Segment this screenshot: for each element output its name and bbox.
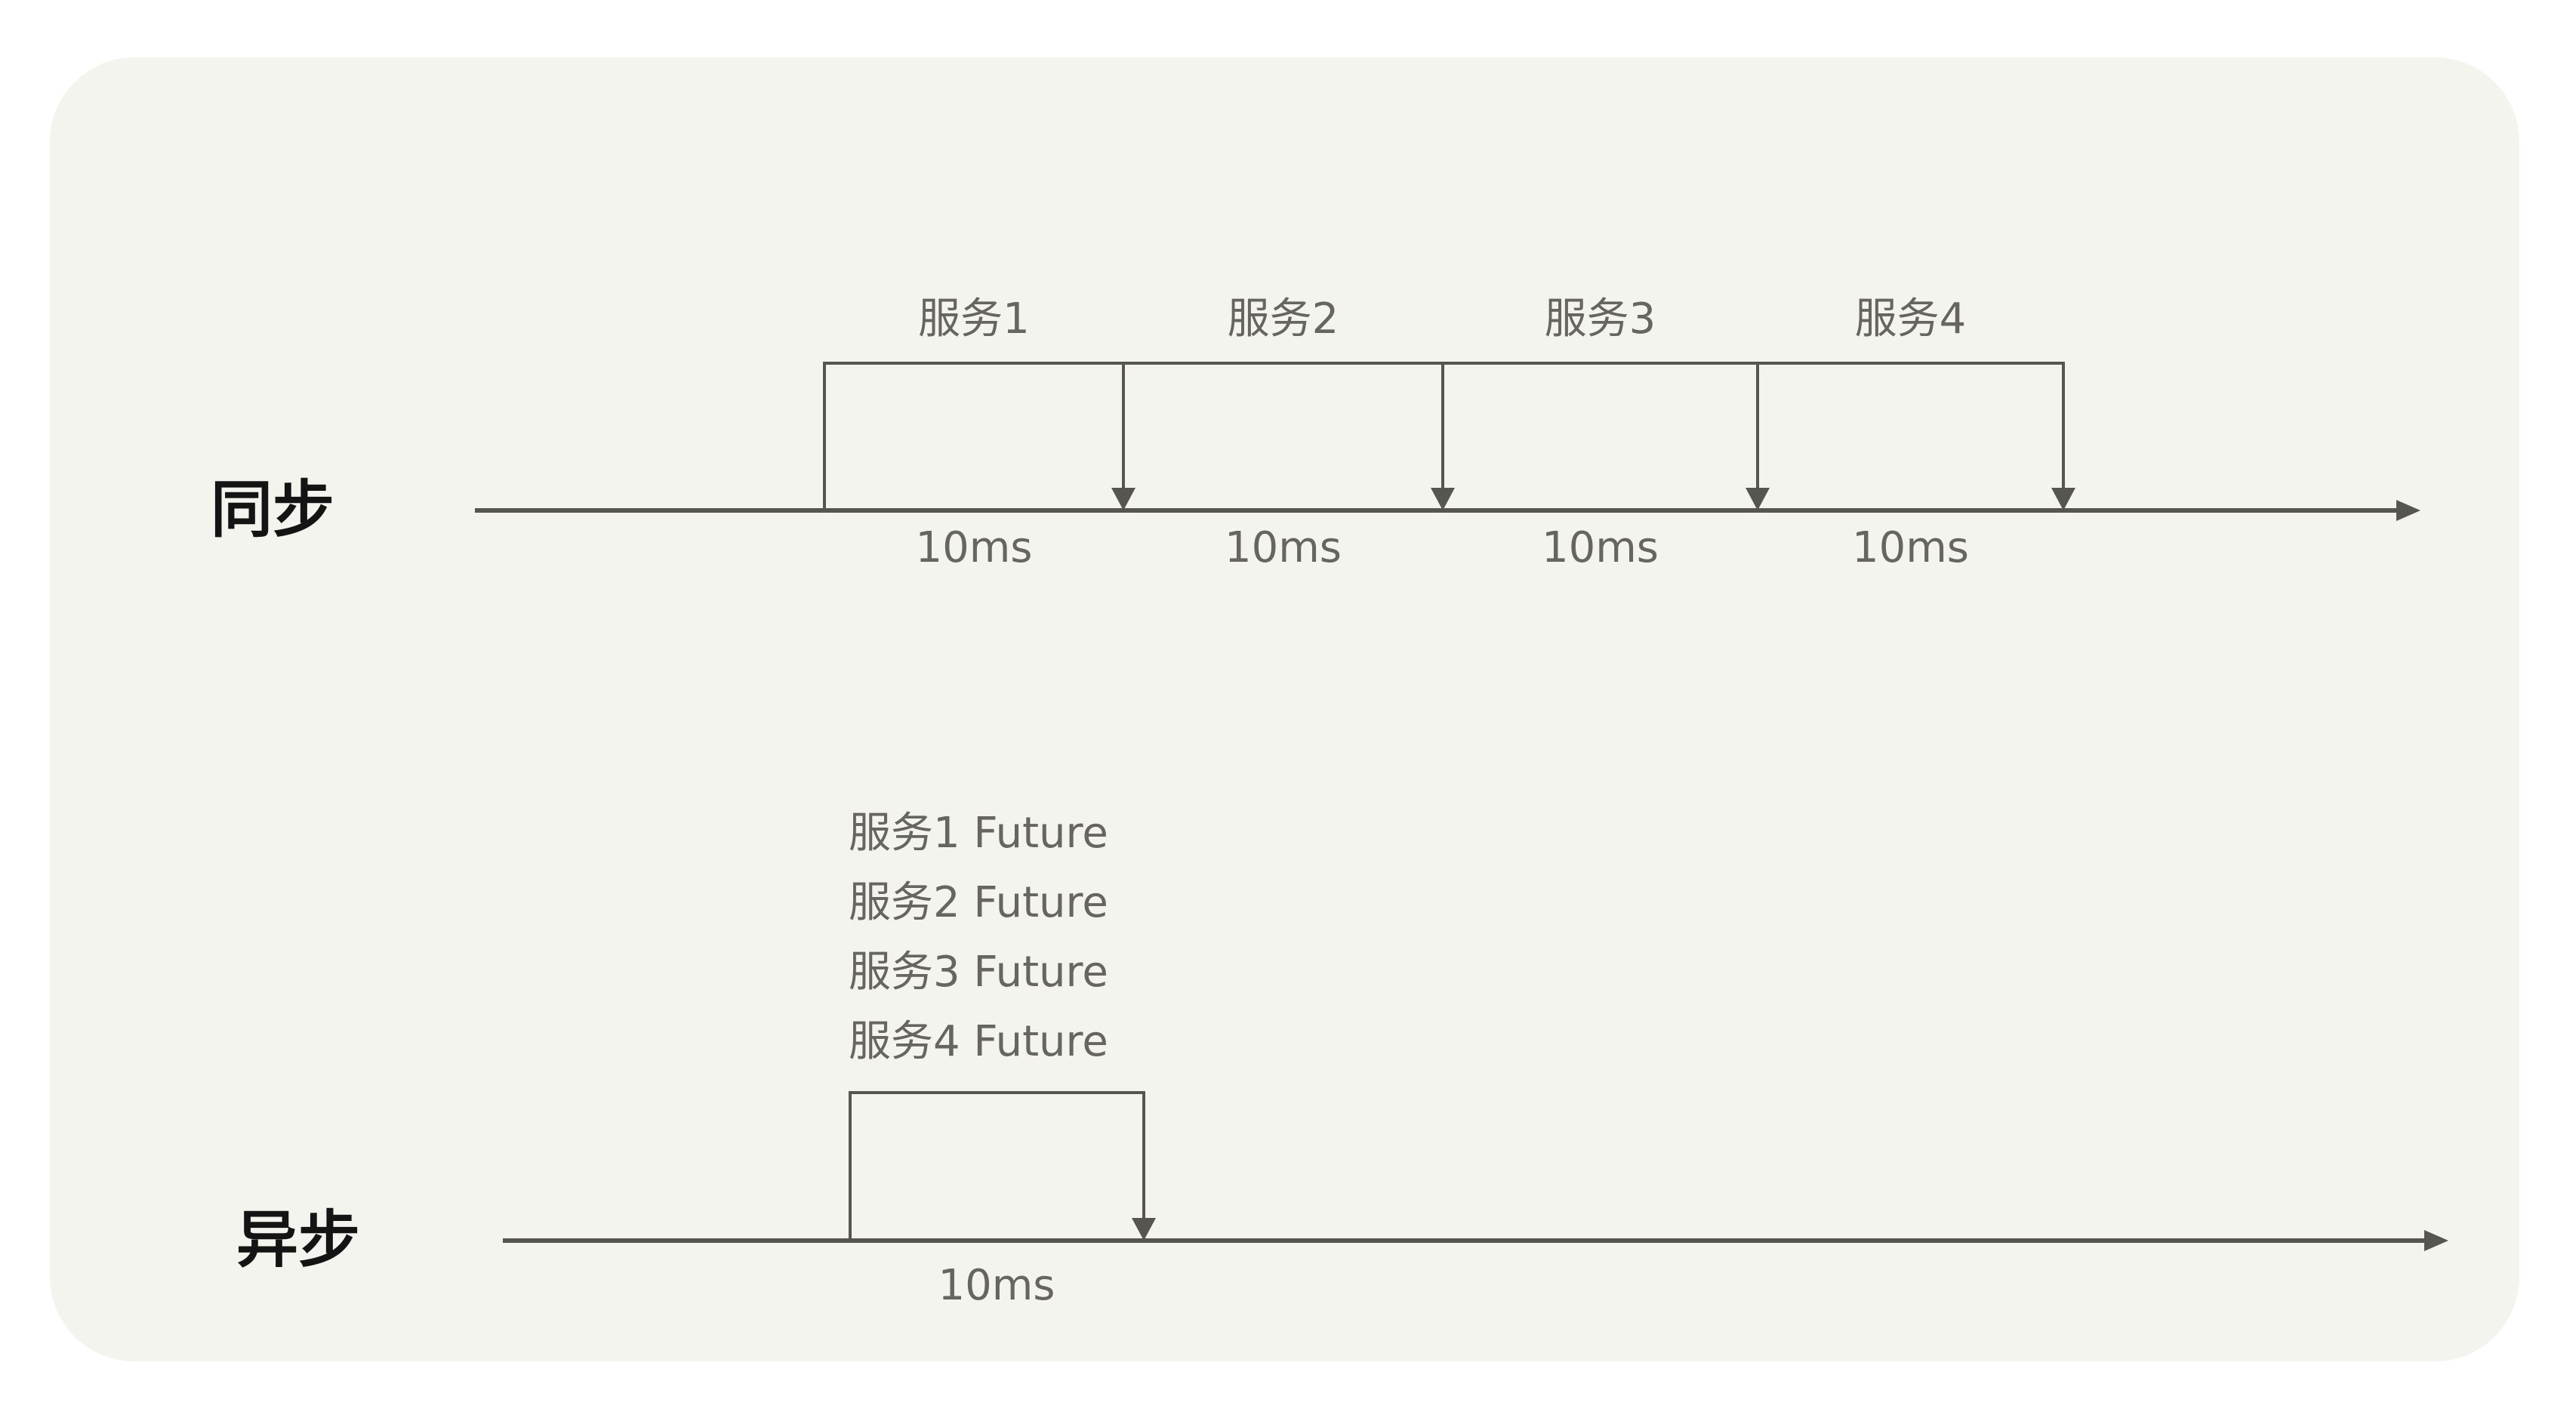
sync-bracket-start-line xyxy=(823,363,826,510)
sync-duration-label: 10ms xyxy=(1225,523,1342,572)
async-return-arrowhead-icon xyxy=(1132,1218,1156,1241)
sync-timeline xyxy=(475,508,2402,513)
future-label: 服务1 Future xyxy=(849,809,1108,858)
async-timeline-arrowhead-icon xyxy=(2424,1230,2448,1251)
sync-timeline-arrowhead-icon xyxy=(2396,500,2420,521)
async-bracket-start-line xyxy=(849,1093,852,1241)
sync-duration-label: 10ms xyxy=(915,523,1033,572)
sync-return-arrow-line xyxy=(2062,363,2065,507)
sync-service-label: 服务2 xyxy=(1227,294,1339,344)
sync-return-arrowhead-icon xyxy=(1111,488,1135,510)
future-label: 服务2 Future xyxy=(849,878,1108,927)
sync-row-label: 同步 xyxy=(211,474,335,546)
async-duration-label: 10ms xyxy=(938,1261,1055,1310)
sync-service-label: 服务1 xyxy=(918,294,1030,344)
sync-service-label: 服务3 xyxy=(1544,294,1656,344)
sync-service-label: 服务4 xyxy=(1854,294,1967,344)
sync-return-arrowhead-icon xyxy=(1746,488,1770,510)
sync-duration-label: 10ms xyxy=(1852,523,1969,572)
async-row-label: 异步 xyxy=(236,1204,361,1276)
sync-return-arrowhead-icon xyxy=(1431,488,1455,510)
sync-return-arrowhead-icon xyxy=(2051,488,2075,510)
diagram-card: 同步 服务1 10ms 服务2 10ms 服务3 10ms 服务4 10ms 异步 服务1 F… xyxy=(50,57,2519,1361)
sync-return-arrow-line xyxy=(1756,363,1759,507)
future-labels-group: 服务1 Future 服务2 Future 服务3 Future 服务4 Future xyxy=(849,799,1108,1077)
sync-return-arrow-line xyxy=(1122,363,1125,507)
future-label: 服务4 Future xyxy=(849,1017,1108,1066)
sync-duration-label: 10ms xyxy=(1542,523,1659,572)
async-bracket-top-line xyxy=(849,1091,1145,1094)
async-return-arrow-line xyxy=(1142,1093,1145,1236)
sync-return-arrow-line xyxy=(1441,363,1444,507)
async-timeline xyxy=(503,1238,2428,1243)
future-label: 服务3 Future xyxy=(849,948,1108,997)
